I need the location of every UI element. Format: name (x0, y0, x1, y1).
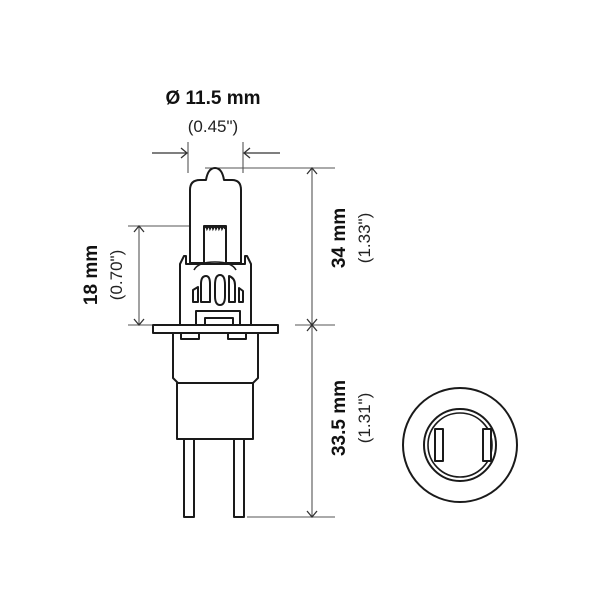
arrow-up-icon (306, 323, 318, 332)
glass-envelope (189, 167, 242, 264)
filament-coil (203, 226, 226, 232)
base-end-view (402, 387, 518, 503)
pin-end-left (434, 428, 444, 462)
light-center-imperial-label: (0.70") (107, 250, 126, 300)
flange (152, 324, 279, 334)
light-center-dimension: 18 mm (0.70") (81, 224, 145, 327)
lower-height-metric-label: 33.5 mm (329, 380, 350, 456)
pin-right (233, 438, 245, 518)
upper-height-imperial-label: (1.33") (355, 213, 374, 263)
upper-height-dimension: 34 mm (1.33") (306, 166, 374, 327)
filament-support (203, 225, 227, 265)
diameter-dimension: Ø 11.5 mm (0.45") (152, 88, 280, 173)
socket-upper (172, 332, 259, 384)
upper-height-metric-label: 34 mm (329, 208, 350, 268)
arrow-up-icon (133, 224, 145, 233)
bulb-side-view (152, 167, 279, 518)
arrow-down-icon (306, 510, 318, 519)
light-center-metric-label: 18 mm (81, 245, 102, 305)
pin-end-right (482, 428, 492, 462)
arrow-down-icon (133, 318, 145, 327)
arrow-up-icon (306, 166, 318, 175)
diameter-metric-label: Ø 11.5 mm (165, 88, 260, 109)
diameter-imperial-label: (0.45") (188, 117, 238, 136)
pin-left (183, 438, 195, 518)
lower-height-imperial-label: (1.31") (355, 393, 374, 443)
lower-height-dimension: 33.5 mm (1.31") (306, 323, 374, 519)
socket-lower (176, 382, 254, 440)
